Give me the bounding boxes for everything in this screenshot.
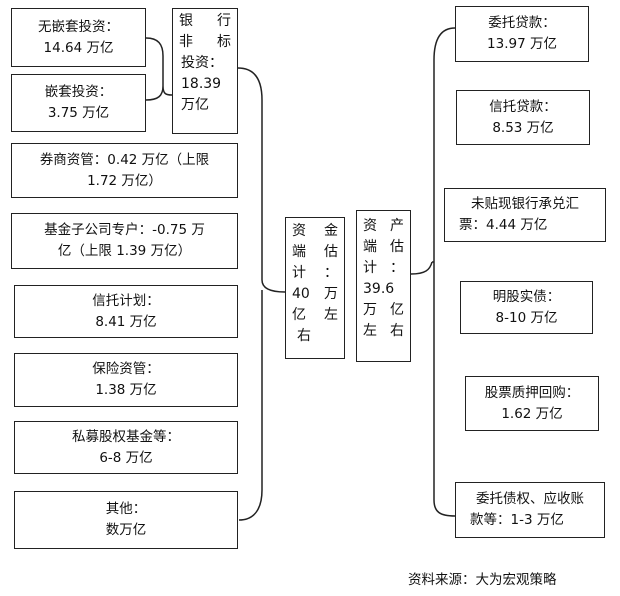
box-line: 无嵌套投资：: [38, 18, 119, 35]
left-item-insurance: 保险资管： 1.38 万亿: [14, 353, 238, 407]
box-char: 计: [292, 265, 306, 281]
box-char: 行: [217, 13, 231, 29]
box-char: 端: [292, 244, 306, 260]
box-char: 资: [292, 223, 306, 239]
box-line: 券商资管：0.42 万亿（上限: [39, 151, 210, 168]
box-line: 款等：1-3 万亿: [470, 512, 564, 528]
left-item-private-equity: 私募股权基金等： 6-8 万亿: [14, 421, 238, 474]
right-item-stock-pledge: 股票质押回购： 1.62 万亿: [465, 376, 599, 431]
box-char: 投资：: [181, 55, 223, 71]
left-item-trust-plan: 信托计划： 8.41 万亿: [14, 285, 238, 338]
box-line: 14.64 万亿: [43, 39, 114, 56]
box-char: 万亿: [181, 97, 209, 113]
box-char: 端: [363, 239, 377, 255]
right-item-acceptance-bills: 未贴现银行承兑汇 票：4.44 万亿: [444, 188, 606, 242]
box-row: 非标: [173, 32, 237, 53]
right-item-trust-loans: 信托贷款： 8.53 万亿: [456, 90, 590, 145]
left-item-other: 其他： 数万亿: [14, 491, 238, 549]
box-row: 计：: [357, 258, 410, 279]
box-line: 票：4.44 万亿: [459, 217, 548, 233]
box-row: 亿左: [286, 305, 344, 326]
box-line: 基金子公司专户：-0.75 万: [44, 222, 205, 238]
box-char: 40: [292, 286, 310, 302]
box-row: 计：: [286, 263, 344, 284]
box-char: 金: [324, 223, 338, 239]
box-char: 39.6: [363, 281, 395, 297]
box-line: 8.53 万亿: [492, 119, 554, 136]
box-row: 银行: [173, 11, 237, 32]
left-top-box-1: 无嵌套投资： 14.64 万亿: [11, 8, 146, 67]
box-line: 8.41 万亿: [95, 313, 157, 330]
box-row: 左右: [357, 321, 410, 342]
asset-total-box: 资产 端估 计： 39.6 万亿 左右: [356, 210, 411, 362]
box-row: 右: [286, 326, 344, 347]
box-char: 万: [363, 302, 377, 318]
box-row: 端估: [286, 242, 344, 263]
box-char: 银: [179, 13, 193, 29]
source-note: 资料来源：大为宏观策略: [408, 572, 557, 588]
box-char: 左: [363, 323, 377, 339]
left-item-securities: 券商资管：0.42 万亿（上限 1.72 万亿）: [11, 143, 238, 198]
box-row: 万亿: [173, 95, 237, 116]
box-char: 18.39: [181, 76, 222, 92]
box-char: 计: [363, 260, 377, 276]
box-row: 投资：: [173, 53, 237, 74]
box-row: 万亿: [357, 300, 410, 321]
box-line: 3.75 万亿: [47, 105, 110, 121]
box-char: 资: [363, 218, 377, 234]
box-char: ：: [324, 265, 338, 281]
box-char: ：: [390, 260, 404, 276]
left-item-fund-subsidiary: 基金子公司专户：-0.75 万 亿（上限 1.39 万亿）: [11, 213, 238, 269]
box-row: 端估: [357, 237, 410, 258]
box-line: 委托贷款：: [488, 15, 556, 31]
box-line: 信托贷款：: [489, 98, 557, 115]
box-char: 估: [324, 244, 338, 260]
box-line: 13.97 万亿: [487, 36, 557, 52]
box-char: 亿: [390, 302, 404, 318]
box-char: 标: [217, 34, 231, 50]
box-char: 亿: [292, 307, 306, 323]
box-line: 数万亿: [105, 522, 147, 538]
box-line: 委托债权、应收账: [476, 491, 584, 507]
box-line: 6-8 万亿: [99, 449, 153, 466]
box-char: 右: [297, 328, 311, 344]
box-line: 明股实债：: [492, 288, 561, 305]
box-char: 右: [390, 323, 404, 339]
box-line: 未贴现银行承兑汇: [471, 196, 579, 212]
box-line: 其他：: [105, 501, 147, 517]
asset-bracket: [410, 27, 456, 517]
bank-bracket: [145, 37, 173, 101]
box-row: 资金: [286, 221, 344, 242]
bank-wealth-box: 银行 非标 投资： 18.39 万亿: [172, 8, 238, 134]
box-line: 股票质押回购：: [484, 384, 580, 401]
right-item-entrusted-loans: 委托贷款： 13.97 万亿: [455, 6, 589, 62]
box-line: 1.38 万亿: [95, 382, 157, 398]
right-item-receivables: 委托债权、应收账 款等：1-3 万亿: [455, 482, 605, 538]
box-line: 私募股权基金等：: [72, 428, 180, 445]
box-line: 嵌套投资：: [44, 84, 113, 100]
box-char: 估: [390, 239, 404, 255]
box-char: 非: [179, 34, 193, 50]
box-line: 8-10 万亿: [495, 309, 558, 326]
box-row: 资产: [357, 216, 410, 237]
funding-bracket: [237, 67, 286, 521]
left-top-box-2: 嵌套投资： 3.75 万亿: [11, 74, 146, 132]
box-line: 保险资管：: [92, 361, 160, 377]
box-line: 亿（上限 1.39 万亿）: [57, 243, 192, 259]
right-item-equity-debt: 明股实债： 8-10 万亿: [460, 281, 593, 334]
box-line: 1.72 万亿）: [87, 172, 162, 189]
box-line: 信托计划：: [92, 292, 160, 309]
box-row: 39.6: [357, 279, 410, 300]
box-line: 1.62 万亿: [501, 405, 563, 422]
box-row: 40 万: [286, 284, 344, 305]
box-row: 18.39: [173, 74, 237, 95]
box-char: 万: [324, 286, 338, 302]
box-char: 产: [390, 218, 404, 234]
box-char: 左: [324, 307, 338, 323]
